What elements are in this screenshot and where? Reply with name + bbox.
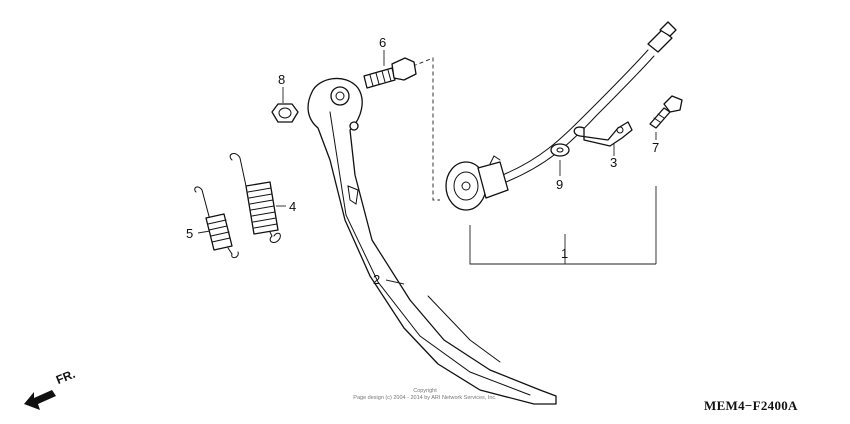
callout-2: 2 [373,272,381,287]
copyright-notice: Copyright Page design (c) 2004 - 2014 by… [330,388,520,402]
callout-8: 8 [278,72,286,87]
callout-4: 4 [289,199,297,214]
callout-5: 5 [186,226,194,241]
group-bracket-item-1 [469,225,656,265]
callout-1: 1 [561,246,569,261]
callout-6: 6 [379,35,387,50]
copyright-line-1: Copyright [413,388,437,394]
leader-2 [385,279,405,285]
washer [550,143,570,176]
pivot-bolt [363,50,417,89]
side-stand-switch [445,21,677,211]
pivot-nut [271,87,299,123]
switch-bolt [649,95,683,140]
reference-dashed-line [412,57,440,201]
diagram-code: MEM4−F2400A [704,398,798,413]
callout-3: 3 [610,155,618,170]
copyright-line-2: Page design (c) 2004 - 2014 by ARI Netwo… [353,395,497,401]
front-direction-arrow-icon [24,390,56,410]
harness-clamp [573,121,633,156]
inner-spring [194,186,239,259]
callout-9: 9 [556,177,564,192]
side-stand [307,77,557,405]
callout-7: 7 [652,140,660,155]
outer-spring [229,153,286,243]
